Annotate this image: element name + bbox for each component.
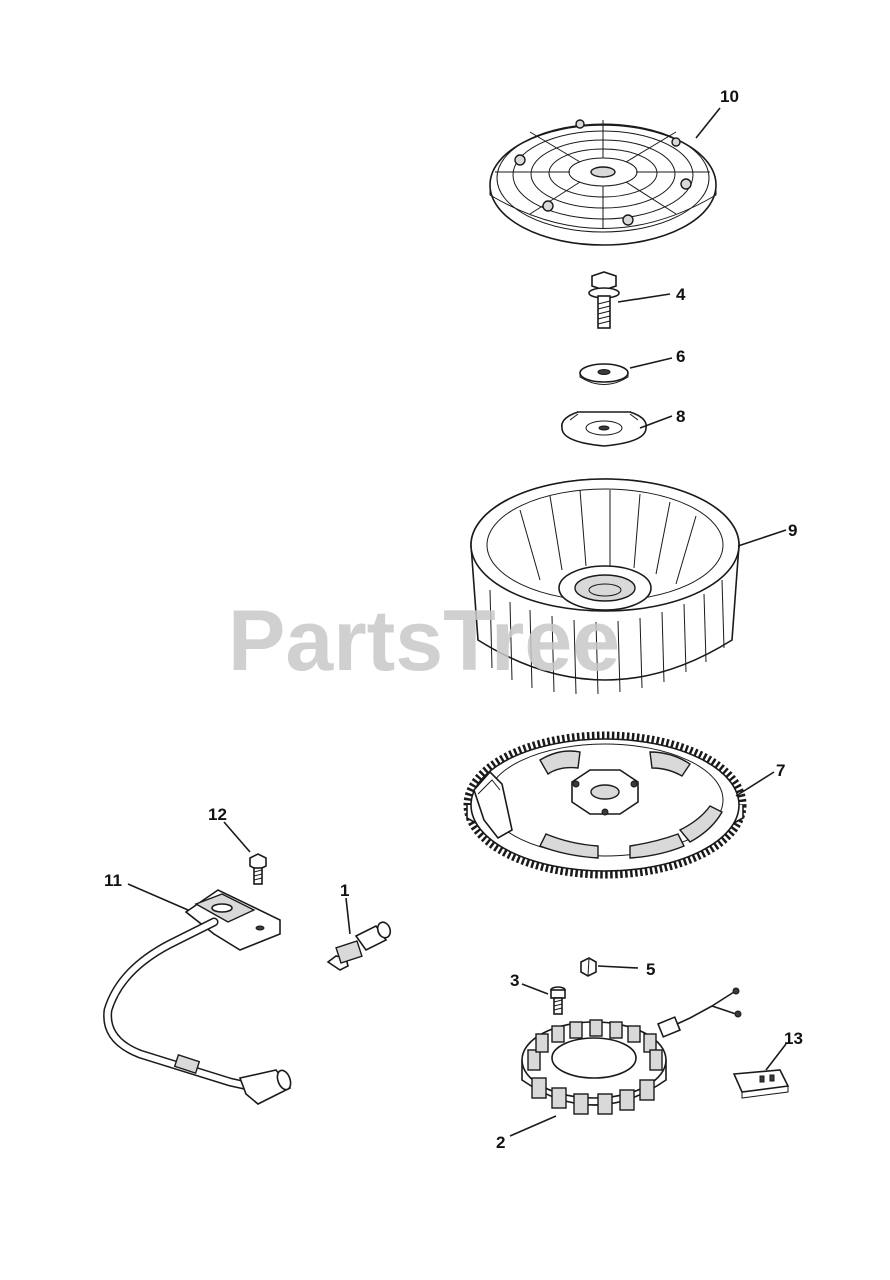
callout-11: 11 [104, 871, 122, 890]
terminal-connector-part [732, 1069, 790, 1099]
leader-4 [617, 293, 671, 303]
retainer-plate-part [561, 411, 647, 447]
leader-6 [629, 357, 673, 369]
leader-11 [127, 883, 189, 911]
bolt-part [588, 271, 620, 329]
watermark-logo: PartsTree [228, 593, 620, 689]
callout-7: 7 [776, 761, 785, 780]
callout-numbers: 10 4 6 8 9 7 5 3 2 13 12 11 1 [104, 87, 803, 1152]
spark-plug-part [326, 921, 392, 971]
callout-8: 8 [676, 407, 685, 426]
module-screw-part [249, 853, 267, 885]
leader-5 [597, 965, 639, 969]
callout-3: 3 [510, 971, 519, 990]
flywheel-part [463, 731, 747, 879]
ignition-module-part [103, 889, 292, 1105]
leader-9 [737, 529, 787, 547]
key-part [580, 957, 597, 977]
debris-screen-part [489, 119, 717, 246]
washer-part [579, 363, 629, 385]
callout-6: 6 [676, 347, 685, 366]
leader-12 [223, 821, 251, 853]
leader-13 [765, 1043, 787, 1071]
leader-3 [521, 983, 549, 995]
leader-2 [509, 1115, 557, 1137]
callout-10: 10 [720, 87, 739, 106]
callout-5: 5 [646, 960, 655, 979]
callout-4: 4 [676, 285, 686, 304]
leader-1 [345, 897, 351, 935]
leader-lines [127, 107, 787, 1137]
callout-12: 12 [208, 805, 227, 824]
callout-1: 1 [340, 881, 349, 900]
leader-10 [695, 107, 721, 139]
fan-part [470, 478, 740, 695]
stator-part [521, 987, 742, 1115]
callout-9: 9 [788, 521, 797, 540]
callout-13: 13 [784, 1029, 803, 1048]
leader-8 [639, 415, 673, 429]
leader-7 [735, 771, 775, 797]
callout-2: 2 [496, 1133, 505, 1152]
screw-part [550, 986, 566, 1015]
